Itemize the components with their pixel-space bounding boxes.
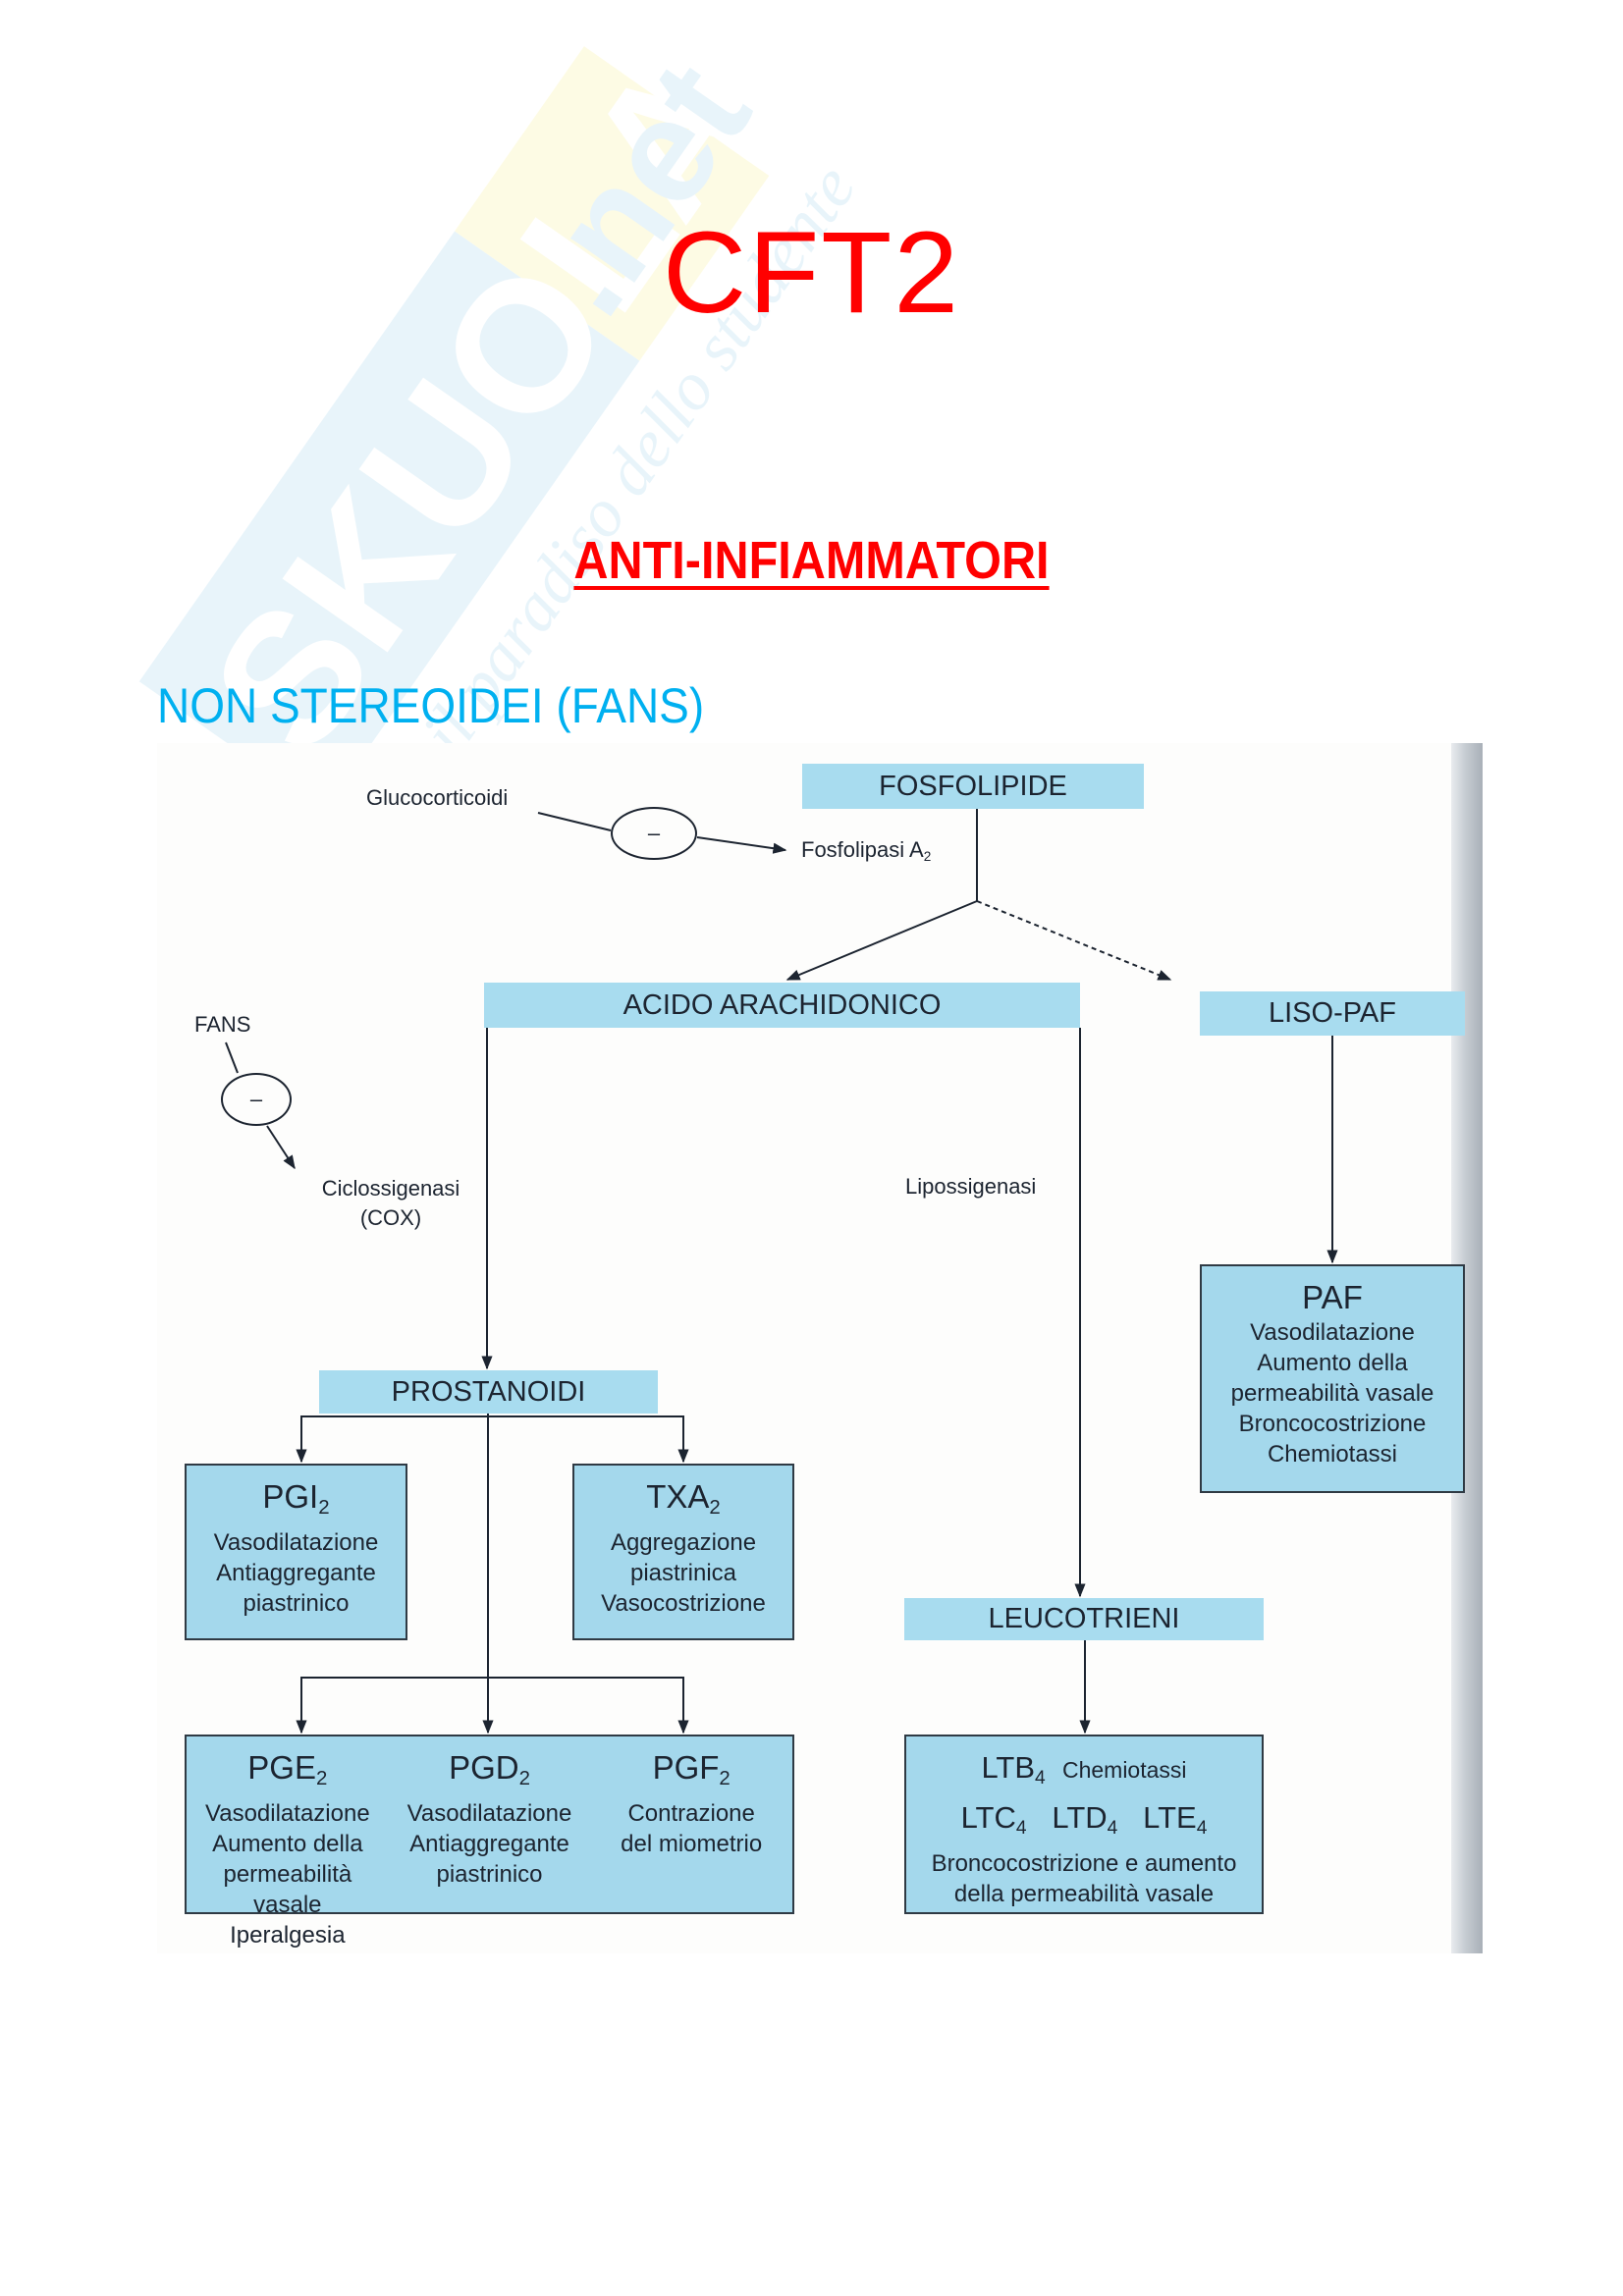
paf-effect: permeabilità vasale <box>1230 1380 1434 1407</box>
fosfolipasi-text: Fosfolipasi A <box>801 837 924 862</box>
pgd2-effect: piastrinico <box>436 1861 543 1889</box>
pge2-effect: Vasodilatazione <box>205 1800 370 1828</box>
pge2-effect: Iperalgesia <box>230 1922 346 1949</box>
paf-effect: Broncocostrizione <box>1238 1411 1427 1437</box>
box-pge2-pgd2-pgf2: PGE2 Vasodilatazione Aumento della perme… <box>185 1735 794 1949</box>
pgf2-effect: del miometrio <box>621 1831 763 1858</box>
leucotrieni-effect: della permeabilità vasale <box>953 1880 1215 1907</box>
txa2-effect: Vasocostrizione <box>601 1590 766 1618</box>
node-liso-paf: LISO-PAF <box>1200 991 1465 1036</box>
pge2-name: PGE2 <box>247 1749 328 1790</box>
cox-line-1: Ciclossigenasi <box>321 1176 460 1201</box>
label-fosfolipasi: Fosfolipasi A2 <box>801 837 931 864</box>
column-pgd2: PGD2 Vasodilatazione Antiaggregante pias… <box>389 1736 591 1912</box>
ltb4-row: LTB4 Chemiotassi <box>981 1750 1187 1789</box>
paf-effect: Aumento della <box>1257 1350 1408 1376</box>
pge2-effect: permeabilità vasale <box>223 1861 352 1919</box>
node-acido-arachidonico: ACIDO ARACHIDONICO <box>484 983 1080 1028</box>
label-fans: FANS <box>194 1012 251 1037</box>
node-prostanoidi: PROSTANOIDI <box>319 1370 658 1414</box>
inhibition-symbol-glucocorticoidi: – <box>611 807 697 860</box>
pgi2-effect: piastrinico <box>243 1590 350 1618</box>
cox-line-2: (COX) <box>359 1205 422 1230</box>
label-glucocorticoidi: Glucocorticoidi <box>366 785 509 810</box>
paf-effect: Vasodilatazione <box>1250 1319 1415 1346</box>
ltb4-effect: Chemiotassi <box>1061 1757 1187 1783</box>
column-pgf2: PGF2 Contrazione del miometrio <box>590 1736 792 1912</box>
paf-name: PAF <box>1302 1279 1363 1315</box>
minus-icon: – <box>647 821 661 845</box>
pgf2-effect: Contrazione <box>627 1800 755 1828</box>
pge2-effect: Aumento della <box>212 1831 363 1858</box>
inhibition-symbol-fans: – <box>221 1073 292 1126</box>
leucotrieni-effect: Broncocostrizione e aumento <box>931 1849 1237 1877</box>
minus-icon: – <box>249 1087 263 1111</box>
pgi2-effect: Vasodilatazione <box>213 1529 379 1557</box>
pgd2-name: PGD2 <box>449 1749 530 1790</box>
fosfolipasi-sub: 2 <box>923 849 932 865</box>
column-pge2: PGE2 Vasodilatazione Aumento della perme… <box>187 1736 389 1949</box>
label-cox: Ciclossigenasi (COX) <box>307 1174 474 1233</box>
box-txa2: TXA2 Aggregazione piastrinica Vasocostri… <box>572 1464 794 1640</box>
node-leucotrieni: LEUCOTRIENI <box>904 1598 1264 1640</box>
label-lipossigenasi: Lipossigenasi <box>905 1174 1037 1199</box>
subsection-heading: NON STEREOIDEI (FANS) <box>157 678 705 733</box>
node-fosfolipide: FOSFOLIPIDE <box>802 764 1144 809</box>
txa2-effect: Aggregazione <box>610 1529 757 1557</box>
box-leucotrieni-effects: LTB4 Chemiotassi LTC4 LTD4 LTE4 Broncoco… <box>904 1735 1264 1914</box>
txa2-effect: piastrinica <box>629 1560 737 1587</box>
box-paf: PAF Vasodilatazione Aumento della permea… <box>1200 1264 1465 1493</box>
pgd2-effect: Vasodilatazione <box>406 1800 572 1828</box>
pgf2-name: PGF2 <box>652 1749 730 1790</box>
pgi2-name: PGI2 <box>262 1478 330 1520</box>
paf-effect: Chemiotassi <box>1267 1441 1398 1468</box>
txa2-name: TXA2 <box>646 1478 721 1520</box>
pgi2-effect: Antiaggregante <box>216 1560 376 1587</box>
section-heading: ANTI-INFIAMMATORI <box>573 531 1050 590</box>
watermark-brand: SKUOLA <box>172 23 794 787</box>
page-title: CFT2 <box>663 208 960 338</box>
box-pgi2: PGI2 Vasodilatazione Antiaggregante pias… <box>185 1464 407 1640</box>
ltc4-ltd4-lte4-row: LTC4 LTD4 LTE4 <box>960 1799 1208 1839</box>
pgd2-effect: Antiaggregante <box>409 1831 569 1858</box>
